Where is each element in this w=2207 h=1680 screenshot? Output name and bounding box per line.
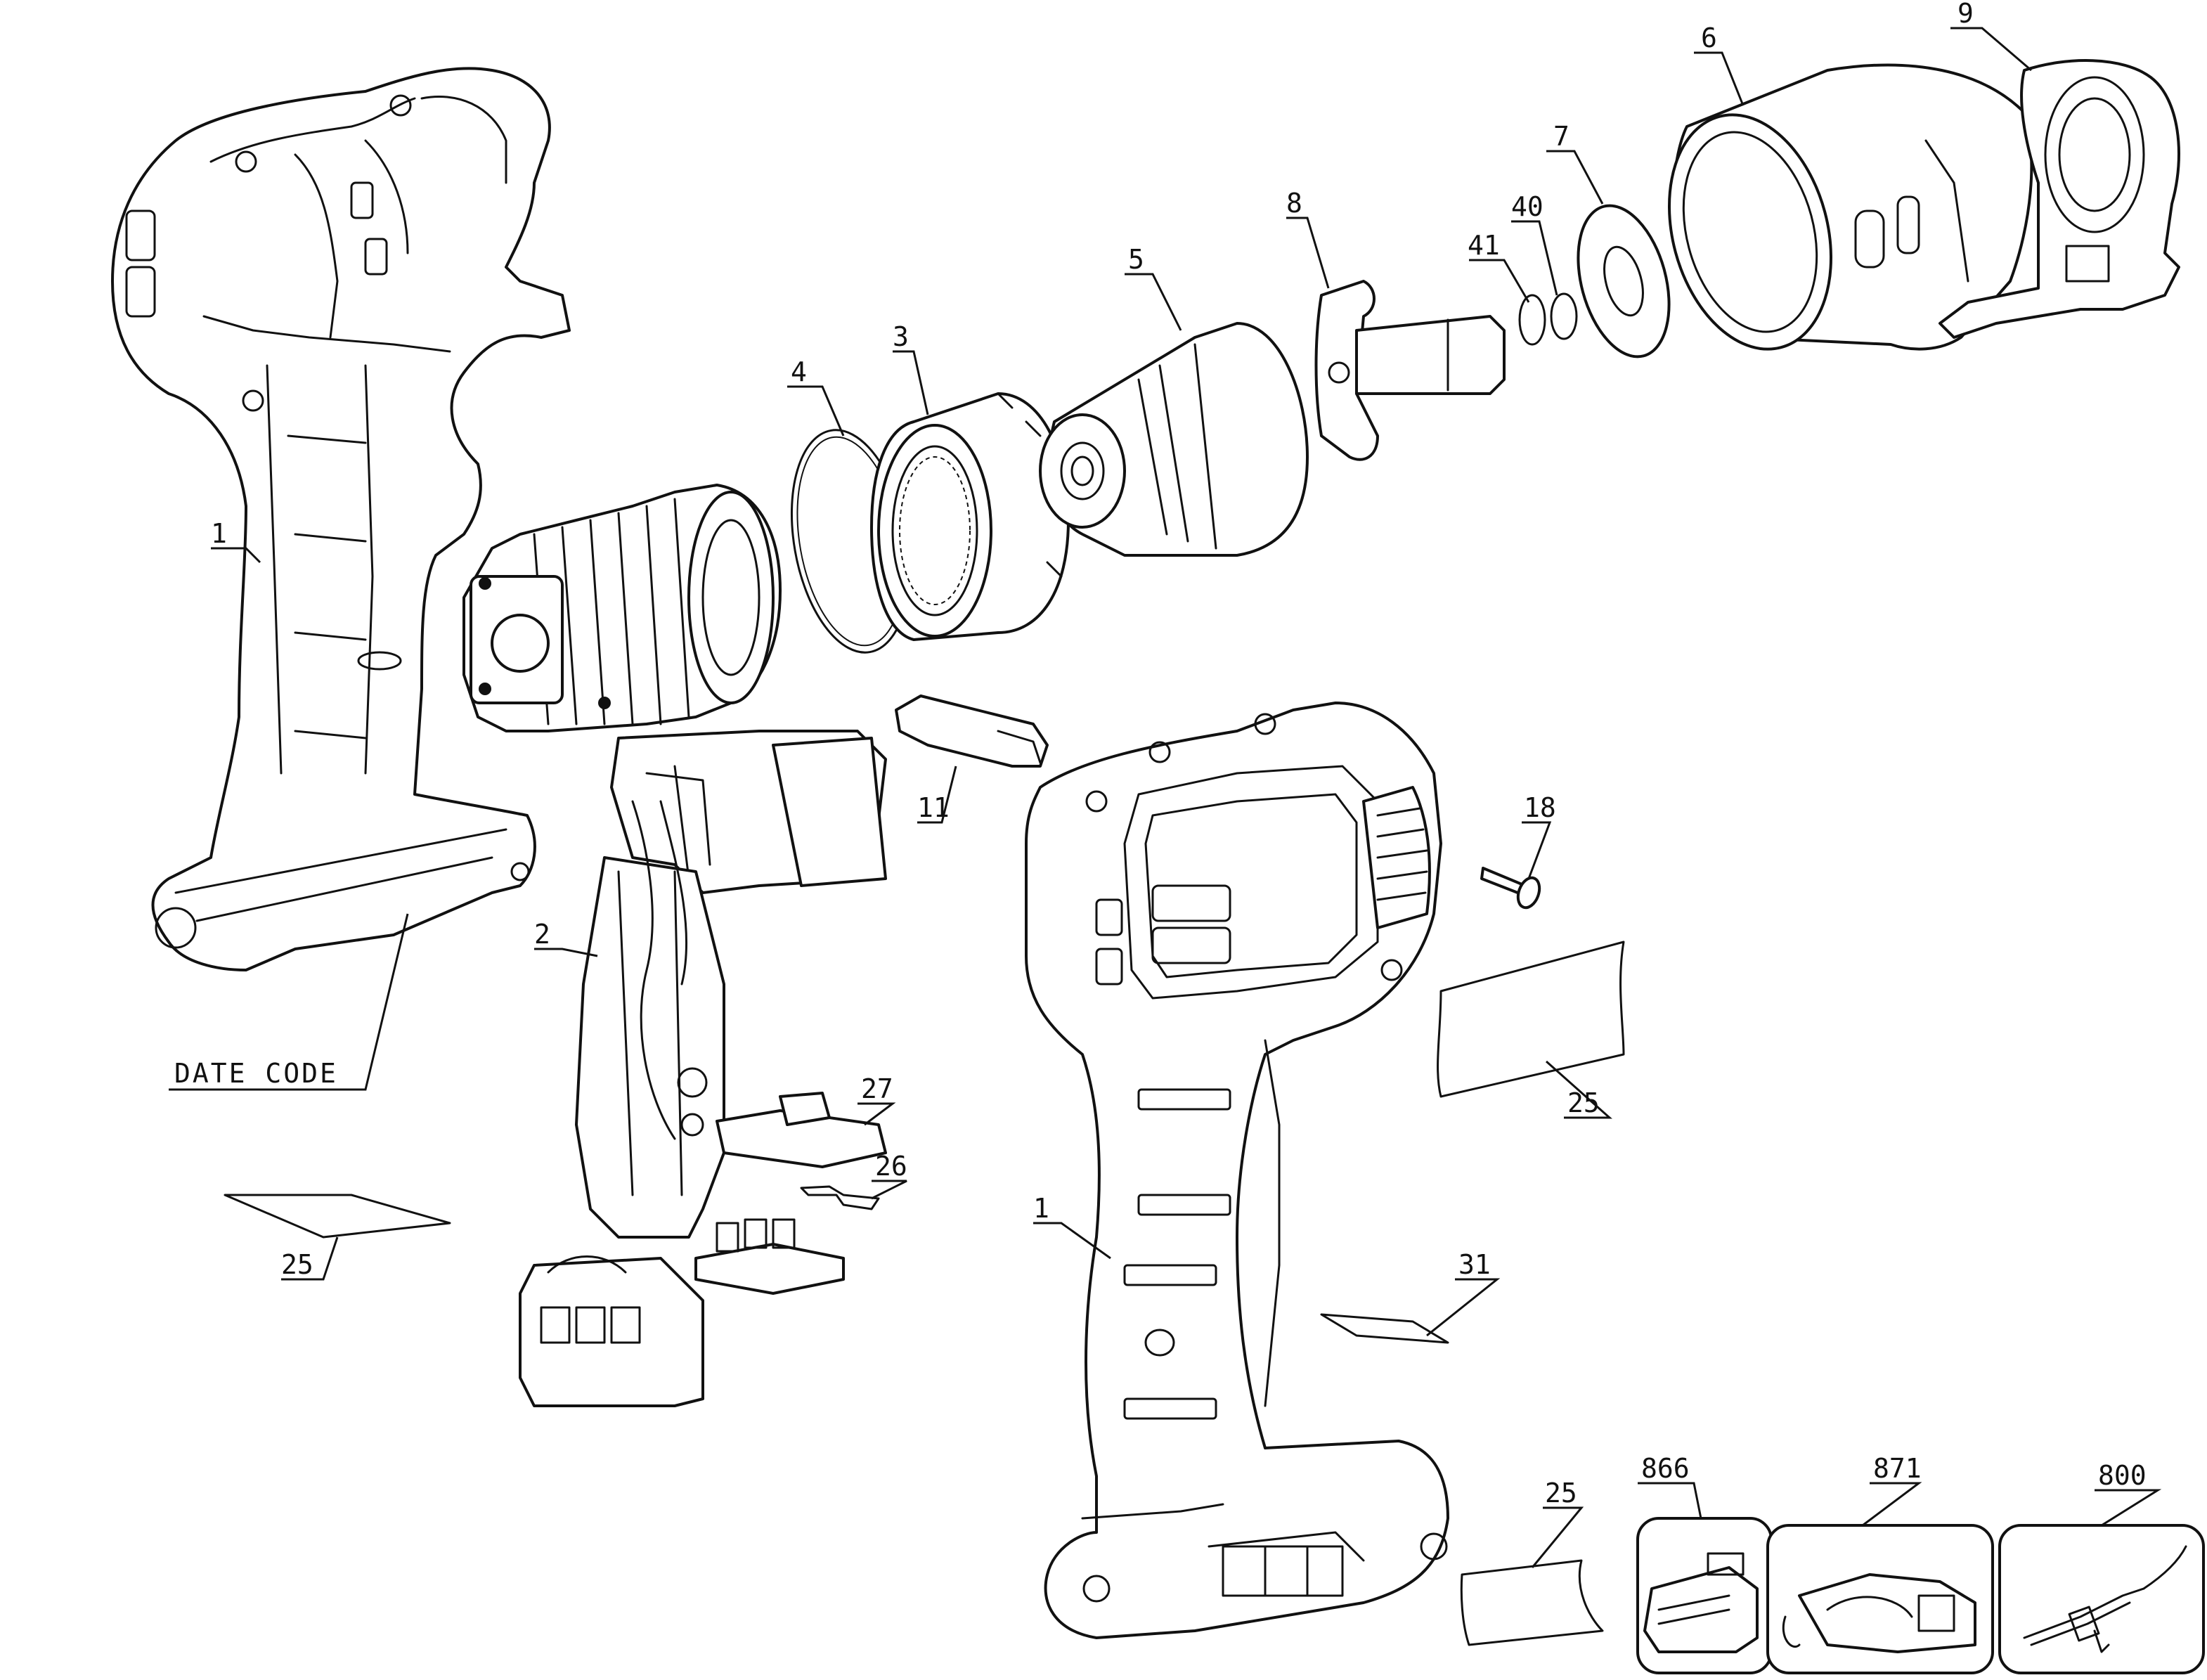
screw (1480, 867, 1541, 910)
retaining-ring-40 (1550, 292, 1578, 340)
label-25-right-upper (1437, 941, 1625, 1098)
callout-date-code: DATE CODE (174, 1058, 338, 1089)
callout-motor-assembly: 2 (534, 919, 550, 950)
callout-screw: 18 (1524, 792, 1556, 823)
gear-case (1039, 322, 1309, 557)
anvil (1314, 280, 1506, 461)
battery-box (1636, 1517, 1773, 1674)
motor-switch-assembly (462, 484, 887, 1407)
nameplate-31 (1320, 1313, 1449, 1344)
callout-board-bracket: 26 (875, 1151, 907, 1182)
callout-switch-cover: 11 (917, 792, 950, 823)
contact-block (716, 1092, 887, 1168)
callout-clip-bracket: 9 (1957, 0, 1974, 29)
charger-box (1766, 1524, 1994, 1674)
callout-ring-41: 41 (1468, 230, 1500, 261)
callout-accessory: 800 (2098, 1460, 2147, 1491)
label-25-right-lower (1460, 1559, 1604, 1646)
front-housing (1667, 63, 2033, 351)
callout-contact-block: 27 (861, 1073, 893, 1104)
callout-anvil: 8 (1286, 188, 1302, 219)
callout-washer: 7 (1553, 121, 1570, 152)
callout-labels: 1 DATE CODE 25 2 4 3 5 8 41 40 7 6 9 11 … (174, 0, 2147, 1508)
terminal-block (694, 1218, 845, 1295)
label-25-left (224, 1194, 451, 1239)
switch-cover (895, 694, 1049, 768)
callout-ring-gear: 3 (893, 321, 909, 352)
leader-lines (169, 27, 2162, 1568)
board-bracket (800, 1185, 880, 1210)
callout-battery: 866 (1641, 1453, 1690, 1484)
callout-nameplate: 31 (1458, 1249, 1491, 1280)
callout-label-left: 25 (281, 1249, 313, 1280)
callout-housing-left: 1 (211, 518, 227, 549)
housing-left-half (111, 67, 571, 971)
callout-charger: 871 (1873, 1453, 1922, 1484)
housing-right-half (1025, 702, 1449, 1639)
clip-bracket (1939, 59, 2180, 339)
callout-housing-right: 1 (1033, 1193, 1049, 1224)
callout-ring-40: 40 (1511, 191, 1543, 222)
accessory-800-box (1998, 1524, 2205, 1674)
callout-label-right-upper: 25 (1567, 1087, 1600, 1118)
callout-front-housing: 6 (1701, 22, 1717, 53)
callout-label-right-lower: 25 (1545, 1478, 1577, 1508)
washer (1577, 204, 1671, 358)
callout-o-ring: 4 (791, 356, 807, 387)
retaining-ring-41 (1518, 294, 1546, 346)
callout-gear-case: 5 (1128, 244, 1144, 275)
ring-gear (870, 392, 1070, 641)
